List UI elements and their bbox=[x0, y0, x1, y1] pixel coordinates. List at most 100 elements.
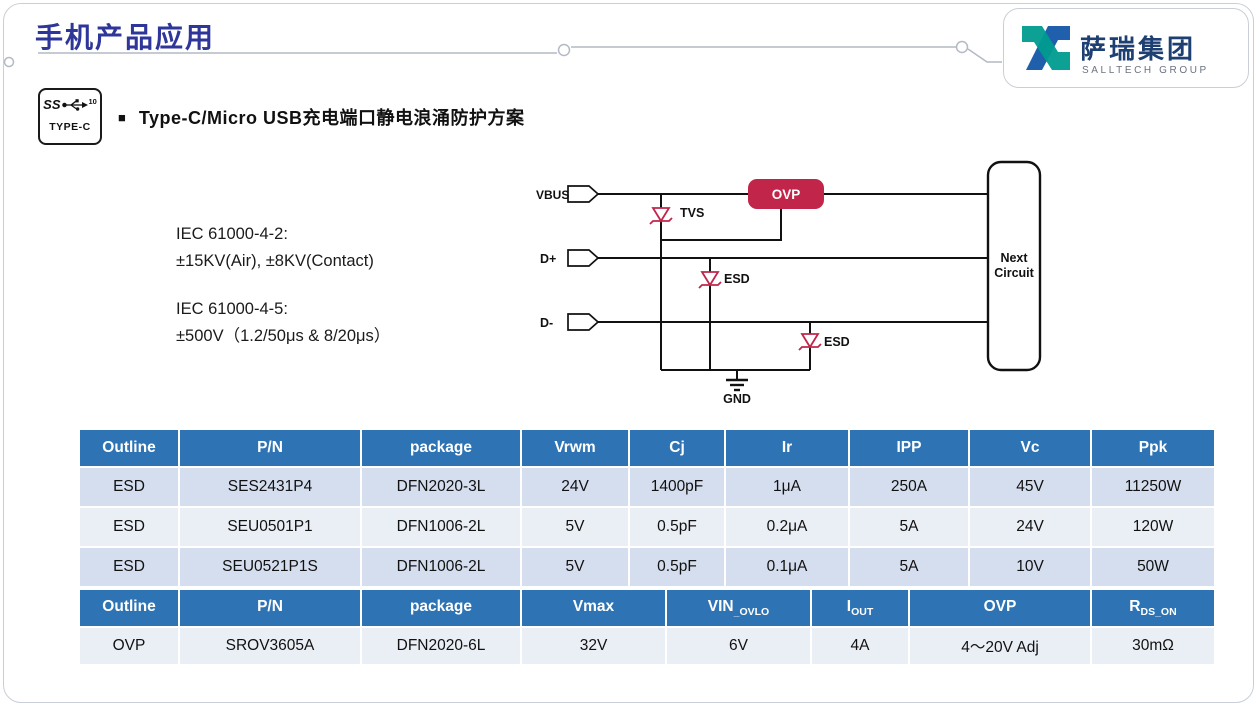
cell: ESD bbox=[78, 466, 180, 508]
spec-value: ±500V（1.2/50μs & 8/20μs） bbox=[176, 327, 391, 345]
table-row: ESD SEU0501P1 DFN1006-2L 5V 0.5pF 0.2μA … bbox=[78, 506, 1216, 548]
cell: DFN1006-2L bbox=[360, 506, 522, 548]
dminus-label: D- bbox=[540, 316, 553, 330]
ovp-table-header-row: Outline P/N package Vmax VIN_OVLO IOUT O… bbox=[78, 588, 1216, 628]
column-header: IPP bbox=[848, 428, 970, 468]
next-circuit-label-1: Next bbox=[1000, 251, 1028, 265]
cell: 0.1μA bbox=[724, 546, 850, 588]
circuit-diagram: OVP Next Circuit VBUS D+ D- TVS ESD ESD … bbox=[536, 160, 1042, 406]
cell: ESD bbox=[78, 546, 180, 588]
spec-title: IEC 61000-4-5: bbox=[176, 300, 288, 318]
wires bbox=[598, 193, 988, 379]
dplus-label: D+ bbox=[540, 252, 556, 266]
esd-table-header-row: Outline P/N package Vrwm Cj Ir IPP Vc Pp… bbox=[78, 428, 1216, 468]
cell: 0.2μA bbox=[724, 506, 850, 548]
spec-value: ±15KV(Air), ±8KV(Contact) bbox=[176, 252, 374, 270]
typec-badge: SS 10 TYPE-C bbox=[38, 88, 102, 145]
parts-tables: Outline P/N package Vrwm Cj Ir IPP Vc Pp… bbox=[78, 428, 1216, 666]
cell: 5A bbox=[848, 506, 970, 548]
logo-icon bbox=[1022, 26, 1070, 70]
esd-label-2: ESD bbox=[824, 335, 850, 349]
esd-table: Outline P/N package Vrwm Cj Ir IPP Vc Pp… bbox=[78, 428, 1216, 588]
cell: 1μA bbox=[724, 466, 850, 508]
cell: OVP bbox=[78, 626, 180, 666]
next-circuit-label-2: Circuit bbox=[994, 266, 1034, 280]
cell: 50W bbox=[1090, 546, 1216, 588]
company-logo: 萨瑞集团 SALLTECH GROUP bbox=[1003, 8, 1249, 88]
cell: 4A bbox=[810, 626, 910, 666]
column-header: P/N bbox=[178, 428, 362, 468]
table-row: ESD SEU0521P1S DFN1006-2L 5V 0.5pF 0.1μA… bbox=[78, 546, 1216, 588]
tvs-diode-icon bbox=[649, 207, 673, 225]
column-header: Cj bbox=[628, 428, 726, 468]
cell: 5A bbox=[848, 546, 970, 588]
cell: 30mΩ bbox=[1090, 626, 1216, 666]
vbus-label: VBUS bbox=[536, 188, 569, 202]
cell: 24V bbox=[968, 506, 1092, 548]
column-header: Ir bbox=[724, 428, 850, 468]
cell: 24V bbox=[520, 466, 630, 508]
tvs-label: TVS bbox=[680, 206, 704, 220]
column-header: RDS_ON bbox=[1090, 588, 1216, 628]
cell: 5V bbox=[520, 506, 630, 548]
ovp-label: OVP bbox=[772, 187, 801, 202]
cell: SEU0501P1 bbox=[178, 506, 362, 548]
cell: DFN2020-3L bbox=[360, 466, 522, 508]
table-row: OVP SROV3605A DFN2020-6L 32V 6V 4A 4～20V… bbox=[78, 626, 1216, 666]
cell: 10V bbox=[968, 546, 1092, 588]
spec-title: IEC 61000-4-2: bbox=[176, 225, 288, 243]
dplus-connector-icon bbox=[567, 249, 600, 267]
cell: 4～20V Adj bbox=[908, 626, 1092, 666]
ovp-block bbox=[748, 179, 824, 209]
esd-label-1: ESD bbox=[724, 272, 750, 286]
cell: 1400pF bbox=[628, 466, 726, 508]
gnd-symbol bbox=[726, 378, 748, 392]
column-header: P/N bbox=[178, 588, 362, 628]
ovp-table: Outline P/N package Vmax VIN_OVLO IOUT O… bbox=[78, 588, 1216, 666]
heading-text: Type-C/Micro USB充电端口静电浪涌防护方案 bbox=[138, 108, 525, 128]
cell: 0.5pF bbox=[628, 506, 726, 548]
cell: 5V bbox=[520, 546, 630, 588]
esd-diode-icon bbox=[698, 271, 722, 289]
header-decoration bbox=[3, 40, 1002, 68]
gnd-label: GND bbox=[723, 392, 751, 406]
cell: SEU0521P1S bbox=[178, 546, 362, 588]
table-row: ESD SES2431P4 DFN2020-3L 24V 1400pF 1μA … bbox=[78, 466, 1216, 508]
column-header: IOUT bbox=[810, 588, 910, 628]
column-header: Outline bbox=[78, 428, 180, 468]
iec-specs: IEC 61000-4-2: ±15KV(Air), ±8KV(Contact)… bbox=[176, 221, 390, 350]
column-header: Vmax bbox=[520, 588, 667, 628]
usb-ss-label: SS bbox=[43, 97, 61, 112]
column-header: Ppk bbox=[1090, 428, 1216, 468]
column-header: package bbox=[360, 588, 522, 628]
column-header: Outline bbox=[78, 588, 180, 628]
section-heading: ■ Type-C/Micro USB充电端口静电浪涌防护方案 bbox=[118, 104, 525, 130]
column-header: Vc bbox=[968, 428, 1092, 468]
usb-trident-icon bbox=[61, 99, 88, 111]
column-header: OVP bbox=[908, 588, 1092, 628]
cell: 0.5pF bbox=[628, 546, 726, 588]
typec-caption: TYPE-C bbox=[49, 121, 91, 133]
cell: 11250W bbox=[1090, 466, 1216, 508]
usb-speed-label: 10 bbox=[88, 97, 97, 106]
next-circuit-box bbox=[986, 160, 1042, 372]
heading-bullet-icon: ■ bbox=[118, 109, 126, 125]
column-header: package bbox=[360, 428, 522, 468]
logo-name-cn: 萨瑞集团 bbox=[1080, 34, 1197, 64]
cell: DFN1006-2L bbox=[360, 546, 522, 588]
column-header: VIN_OVLO bbox=[665, 588, 812, 628]
esd-diode-icon bbox=[798, 333, 822, 351]
cell: 120W bbox=[1090, 506, 1216, 548]
cell: 45V bbox=[968, 466, 1092, 508]
cell: 6V bbox=[665, 626, 812, 666]
cell: ESD bbox=[78, 506, 180, 548]
cell: 250A bbox=[848, 466, 970, 508]
cell: DFN2020-6L bbox=[360, 626, 522, 666]
cell: 32V bbox=[520, 626, 667, 666]
vbus-connector-icon bbox=[567, 185, 600, 203]
cell: SROV3605A bbox=[178, 626, 362, 666]
page-title: 手机产品应用 bbox=[35, 22, 216, 53]
logo-name-en: SALLTECH GROUP bbox=[1082, 65, 1209, 76]
column-header: Vrwm bbox=[520, 428, 630, 468]
